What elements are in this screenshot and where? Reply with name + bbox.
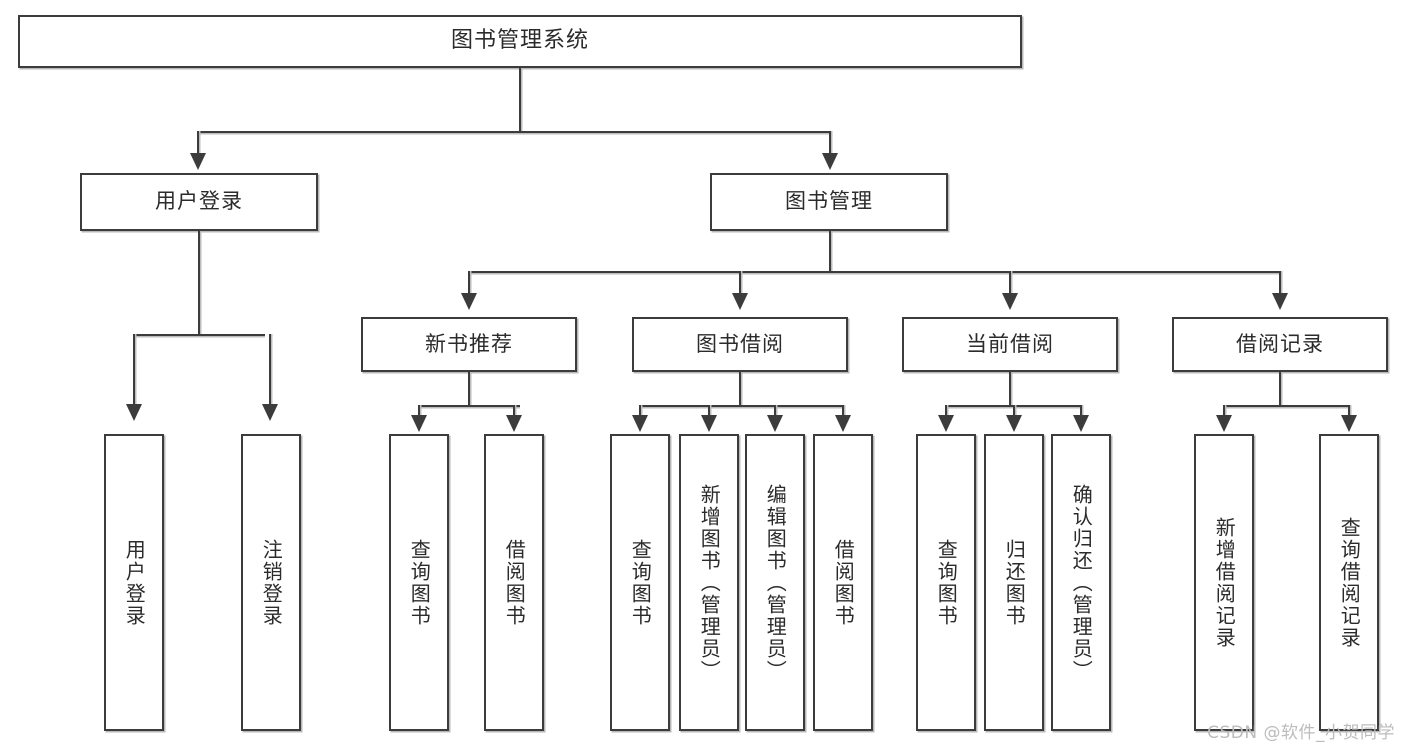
leaf-label: 新增借阅记录 (1212, 516, 1237, 649)
node-book-management[interactable]: 图书管理 (710, 173, 948, 231)
connector-book-borrow-drop-1 (639, 405, 641, 417)
leaf-label: 查询图书 (628, 538, 653, 627)
arrowhead-leaf-logout (262, 404, 278, 421)
arrowhead-leaf-confirm-return (1073, 415, 1089, 432)
leaf-query-borrow-record[interactable]: 查询借阅记录 (1319, 434, 1379, 731)
connector-new-book-stem (468, 372, 470, 406)
connector-current-borrow-drop-3 (1080, 405, 1082, 417)
connector-current-borrow-drop-2 (1013, 405, 1015, 417)
leaf-label: 查询图书 (934, 538, 959, 627)
leaf-borrow-book[interactable]: 借阅图书 (813, 434, 873, 731)
connector-l3-drop-2 (739, 271, 741, 295)
leaf-borrow-book-recommend[interactable]: 借阅图书 (484, 434, 544, 731)
connector-current-borrow-drop-1 (945, 405, 947, 417)
connector-book-borrow-drop-2 (708, 405, 710, 417)
connector-new-book-drop-1 (418, 405, 420, 417)
arrowhead-to-book-borrow (732, 293, 748, 310)
connector-user-login-stem (198, 231, 200, 335)
connector-l3-drop-1 (468, 271, 470, 295)
leaf-query-book-current[interactable]: 查询图书 (916, 434, 976, 731)
arrowhead-to-new-book-recommend (461, 293, 477, 310)
leaf-label: 归还图书 (1002, 538, 1027, 627)
node-label: 当前借阅 (966, 331, 1054, 356)
leaf-query-book-borrow[interactable]: 查询图书 (610, 434, 670, 731)
connector-root-stem (519, 68, 521, 132)
leaf-label: 借阅图书 (831, 538, 856, 627)
connector-current-borrow-stem (1009, 372, 1011, 406)
connector-root-drop-right (829, 131, 831, 155)
arrowhead-leaf-query-book-2 (632, 415, 648, 432)
connector-root-bus (197, 131, 831, 133)
leaf-edit-book-admin[interactable]: 编辑图书（管理员） (745, 434, 805, 731)
arrowhead-leaf-return-book (1006, 415, 1022, 432)
connector-borrow-record-drop-2 (1348, 405, 1350, 417)
leaf-user-login[interactable]: 用户登录 (104, 434, 164, 731)
arrowhead-to-user-login (190, 153, 206, 170)
arrowhead-leaf-query-book-3 (938, 415, 954, 432)
connector-book-borrow-drop-4 (842, 405, 844, 417)
leaf-label: 确认归还（管理员） (1069, 483, 1094, 682)
arrowhead-leaf-user-login (126, 404, 142, 421)
node-label: 借阅记录 (1236, 331, 1324, 356)
connector-book-management-bus (468, 271, 1279, 273)
connector-user-login-drop-1 (133, 334, 135, 406)
node-user-login[interactable]: 用户登录 (80, 173, 318, 231)
node-label: 图书管理系统 (450, 28, 589, 54)
connector-l3-drop-4 (1279, 271, 1281, 295)
connector-borrow-record-drop-1 (1223, 405, 1225, 417)
arrowhead-leaf-query-record (1341, 415, 1357, 432)
leaf-label: 用户登录 (122, 538, 147, 627)
node-book-borrow[interactable]: 图书借阅 (632, 317, 848, 372)
connector-new-book-drop-2 (513, 405, 515, 417)
arrowhead-leaf-add-book (701, 415, 717, 432)
connector-book-borrow-drop-3 (774, 405, 776, 417)
arrowhead-to-book-management (822, 153, 838, 170)
node-label: 用户登录 (155, 189, 243, 214)
node-current-borrow[interactable]: 当前借阅 (902, 317, 1118, 372)
connector-user-login-drop-2 (269, 334, 271, 406)
leaf-label: 查询图书 (407, 538, 432, 627)
connector-user-login-bus (133, 334, 265, 336)
leaf-add-book-admin[interactable]: 新增图书（管理员） (679, 434, 739, 731)
arrowhead-to-current-borrow (1002, 293, 1018, 310)
arrowhead-to-borrow-record (1272, 293, 1288, 310)
connector-root-drop-left (197, 131, 199, 155)
node-new-book-recommend[interactable]: 新书推荐 (361, 317, 577, 372)
leaf-logout[interactable]: 注销登录 (241, 434, 301, 731)
node-borrow-record[interactable]: 借阅记录 (1172, 317, 1388, 372)
leaf-query-book-recommend[interactable]: 查询图书 (389, 434, 449, 731)
leaf-label: 新增图书（管理员） (697, 483, 722, 682)
node-label: 新书推荐 (425, 331, 513, 356)
arrowhead-leaf-edit-book (767, 415, 783, 432)
arrowhead-leaf-borrow-book-1 (506, 415, 522, 432)
node-label: 图书借阅 (696, 331, 784, 356)
node-label: 图书管理 (785, 189, 873, 214)
leaf-confirm-return-admin[interactable]: 确认归还（管理员） (1051, 434, 1111, 731)
arrowhead-leaf-add-record (1216, 415, 1232, 432)
arrowhead-leaf-query-book-1 (411, 415, 427, 432)
leaf-label: 编辑图书（管理员） (763, 483, 788, 682)
connector-book-borrow-stem (739, 372, 741, 406)
leaf-add-borrow-record[interactable]: 新增借阅记录 (1194, 434, 1254, 731)
arrowhead-leaf-borrow-book-2 (835, 415, 851, 432)
node-root-book-management-system[interactable]: 图书管理系统 (18, 15, 1022, 68)
connector-new-book-bus (418, 405, 520, 407)
leaf-return-book[interactable]: 归还图书 (984, 434, 1044, 731)
connector-borrow-record-bus (1223, 405, 1350, 407)
connector-borrow-record-stem (1279, 372, 1281, 406)
leaf-label: 注销登录 (259, 538, 284, 627)
leaf-label: 查询借阅记录 (1337, 516, 1362, 649)
leaf-label: 借阅图书 (502, 538, 527, 627)
connector-book-management-stem (829, 231, 831, 272)
connector-l3-drop-3 (1009, 271, 1011, 295)
connector-book-borrow-bus (639, 405, 844, 407)
